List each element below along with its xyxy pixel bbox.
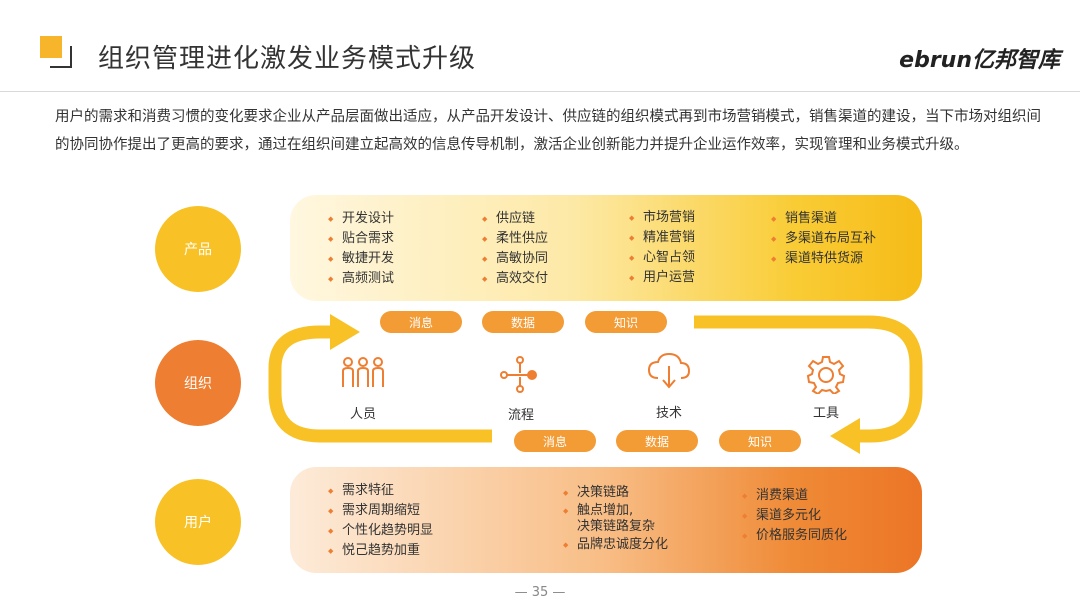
user-circle: 用户	[155, 479, 241, 565]
intro-paragraph: 用户的需求和消费习惯的变化要求企业从产品层面做出适应，从产品开发设计、供应链的组…	[55, 109, 1041, 153]
product-col2-item: 高敏协同	[482, 249, 548, 269]
cloud-download-icon	[647, 352, 691, 389]
bottom-pill-knowledge: 知识	[719, 430, 801, 452]
bottom-pill-data: 数据	[616, 430, 698, 452]
product-col4-item: 多渠道布局互补	[771, 229, 876, 249]
process-label: 流程	[507, 408, 534, 423]
people-icon	[342, 357, 384, 387]
product-col2-item: 供应链	[482, 209, 548, 229]
user-col3-item: 价格服务同质化	[742, 526, 847, 546]
user-col1-item: 需求周期缩短	[328, 501, 433, 521]
top-pill-message: 消息	[380, 311, 462, 333]
top-pill-data: 数据	[482, 311, 564, 333]
user-col3-item: 消费渠道	[742, 486, 847, 506]
product-column-3: 市场营销精准营销心智占领用户运营	[629, 208, 695, 288]
top-pill-knowledge: 知识	[585, 311, 667, 333]
product-column-1: 开发设计贴合需求敏捷开发高频测试	[328, 209, 394, 289]
user-col3-item: 渠道多元化	[742, 506, 847, 526]
user-column-2: 决策链路触点增加, 决策链路复杂品牌忠诚度分化	[563, 483, 668, 555]
user-col2-item: 品牌忠诚度分化	[563, 535, 668, 555]
user-col1-item: 悦己趋势加重	[328, 541, 433, 561]
user-column-3: 消费渠道渠道多元化价格服务同质化	[742, 486, 847, 546]
user-col1-item: 个性化趋势明显	[328, 521, 433, 541]
product-col3-item: 市场营销	[629, 208, 695, 228]
product-col4-item: 渠道特供货源	[771, 249, 876, 269]
product-column-2: 供应链柔性供应高敏协同高效交付	[482, 209, 548, 289]
header-divider	[0, 91, 1080, 92]
page-title: 组织管理进化激发业务模式升级	[98, 44, 477, 74]
product-col3-item: 精准营销	[629, 228, 695, 248]
brand-logo: ebrun亿邦智库	[899, 48, 1060, 73]
user-col2-item: 决策链路	[563, 483, 668, 503]
user-col1-item: 需求特征	[328, 481, 433, 501]
logo-mark	[40, 36, 76, 72]
people-label: 人员	[349, 407, 376, 422]
bottom-pill-message: 消息	[514, 430, 596, 452]
process-icon	[500, 356, 537, 393]
product-col3-item: 用户运营	[629, 268, 695, 288]
product-col1-item: 贴合需求	[328, 229, 394, 249]
tech-label: 技术	[655, 406, 682, 421]
product-col1-item: 开发设计	[328, 209, 394, 229]
page-number: — 35 —	[514, 585, 566, 600]
product-col2-item: 高效交付	[482, 269, 548, 289]
product-col2-item: 柔性供应	[482, 229, 548, 249]
org-circle: 组织	[155, 340, 241, 426]
gear-icon	[806, 356, 846, 394]
user-col2-item: 触点增加, 决策链路复杂	[563, 503, 668, 535]
product-circle: 产品	[155, 206, 241, 292]
product-col3-item: 心智占领	[629, 248, 695, 268]
user-column-1: 需求特征需求周期缩短个性化趋势明显悦己趋势加重	[328, 481, 433, 561]
product-column-4: 销售渠道多渠道布局互补渠道特供货源	[771, 209, 876, 269]
tool-label: 工具	[812, 406, 839, 421]
product-col1-item: 敏捷开发	[328, 249, 394, 269]
product-col4-item: 销售渠道	[771, 209, 876, 229]
product-col1-item: 高频测试	[328, 269, 394, 289]
